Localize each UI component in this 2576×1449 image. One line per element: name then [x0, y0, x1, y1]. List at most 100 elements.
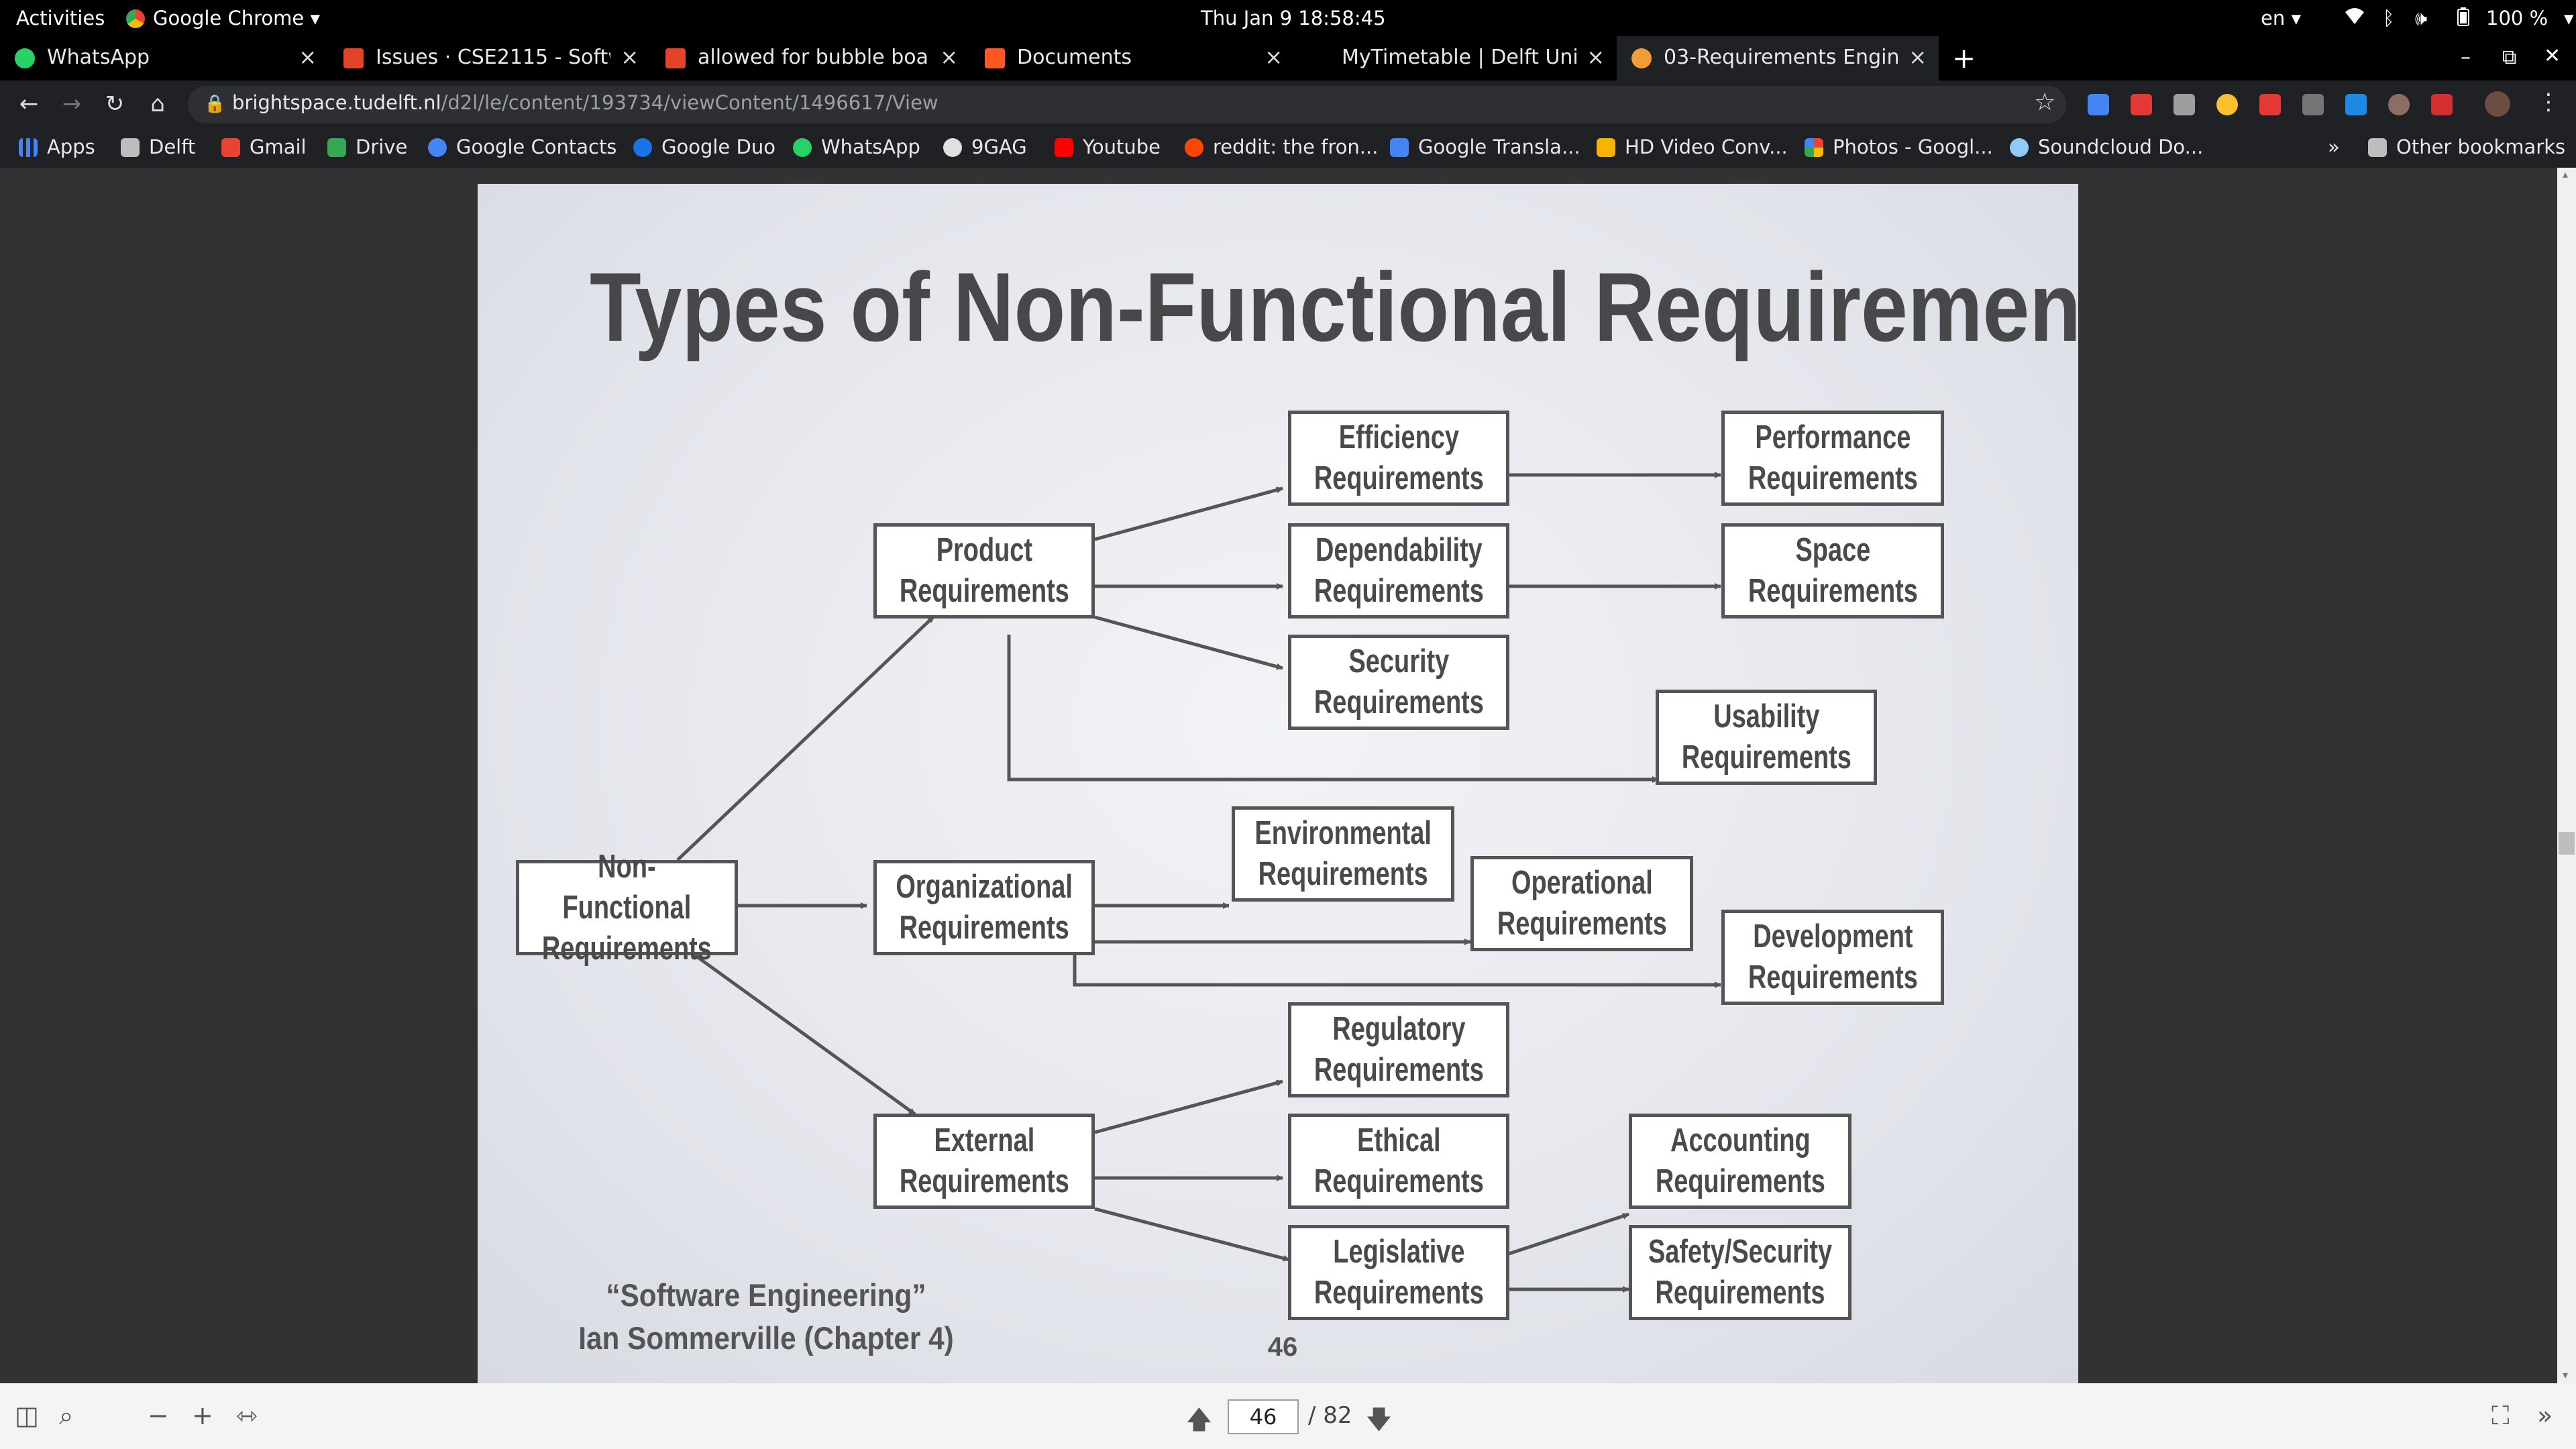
- contacts-icon: [428, 138, 447, 157]
- tab-label: WhatsApp: [47, 46, 150, 69]
- diagram-connectors: [676, 472, 1721, 1293]
- extension-icon[interactable]: [2259, 94, 2281, 115]
- close-window-icon[interactable]: ✕: [2544, 44, 2561, 68]
- bookmark-google-translate[interactable]: Google Transla...: [1390, 136, 1580, 158]
- close-icon[interactable]: ×: [1909, 44, 1927, 70]
- extension-icon[interactable]: [2216, 94, 2238, 115]
- url-text[interactable]: brightspace.tudelft.nl/d2l/le/content/19…: [232, 91, 938, 114]
- arrow-product-security: [1094, 615, 1283, 670]
- bookmark-9gag[interactable]: 9GAG: [943, 136, 1027, 158]
- translate-icon: [1390, 138, 1409, 157]
- bookmark-google-contacts[interactable]: Google Contacts: [428, 136, 616, 158]
- address-bar[interactable]: [188, 86, 2066, 123]
- more-bookmarks-icon[interactable]: »: [2328, 136, 2340, 158]
- search-icon[interactable]: ⌕: [59, 1401, 74, 1430]
- brightspace-icon: [1631, 48, 1652, 68]
- fit-width-icon[interactable]: ⇿: [236, 1401, 258, 1430]
- bookmark-reddit[interactable]: reddit: the fron...: [1185, 136, 1378, 158]
- tab-mytimetable[interactable]: MyTimetable | Delft Univer ×: [1295, 36, 1617, 80]
- bookmark-other[interactable]: Other bookmarks: [2368, 136, 2565, 158]
- scrollbar[interactable]: ▴ ▾: [2557, 168, 2576, 1383]
- bookmark-delft[interactable]: Delft: [121, 136, 195, 158]
- tab-gitlab-comment[interactable]: allowed for bubble board d ×: [651, 36, 970, 80]
- reload-icon[interactable]: ↻: [105, 91, 125, 117]
- close-icon[interactable]: ×: [1265, 44, 1283, 70]
- star-icon[interactable]: ☆: [2034, 89, 2056, 116]
- menu-icon[interactable]: ⋮: [2537, 89, 2560, 115]
- extension-icon[interactable]: [2131, 94, 2152, 115]
- bookmark-youtube[interactable]: Youtube: [1055, 136, 1161, 158]
- extension-icon[interactable]: [2388, 94, 2410, 115]
- pdf-viewer[interactable]: Types of Non-Functional Requirements: [0, 168, 2576, 1383]
- tab-gitlab-issues[interactable]: Issues · CSE2115 - Software ×: [329, 36, 651, 80]
- app-name: Google Chrome: [153, 7, 305, 30]
- bookmark-whatsapp[interactable]: WhatsApp: [793, 136, 920, 158]
- bookmark-hd-video-converter[interactable]: HD Video Conv...: [1597, 136, 1788, 158]
- gitlab-icon: [665, 48, 686, 68]
- bookmark-drive[interactable]: Drive: [327, 136, 407, 158]
- close-icon[interactable]: ×: [940, 44, 958, 70]
- close-icon[interactable]: ×: [299, 44, 317, 70]
- duo-icon: [633, 138, 652, 157]
- chevron-down-icon[interactable]: ▾: [2564, 7, 2574, 30]
- arrow-product-efficiency: [1094, 486, 1283, 541]
- zoom-in-icon[interactable]: +: [192, 1401, 213, 1430]
- camera-extension-icon[interactable]: [2174, 94, 2195, 115]
- sidebar-toggle-icon[interactable]: ◫: [15, 1401, 39, 1430]
- home-icon[interactable]: ⌂: [150, 91, 165, 117]
- next-page-icon[interactable]: 🡇: [1366, 1405, 1393, 1434]
- extension-icon[interactable]: [2431, 94, 2453, 115]
- arrow-external-legislative: [1094, 1207, 1290, 1262]
- arrow-external-regulatory: [1094, 1079, 1283, 1134]
- close-icon[interactable]: ×: [1587, 44, 1605, 70]
- tab-requirements-pdf[interactable]: 03-Requirements Engineer ×: [1617, 36, 1939, 80]
- volume-icon: 🕪: [2415, 7, 2428, 30]
- page-total: / 82: [1308, 1402, 1352, 1429]
- activities-button[interactable]: Activities: [16, 7, 105, 30]
- scrollbar-thumb[interactable]: [2559, 832, 2575, 855]
- arrow-organizational-development: [1073, 955, 1721, 988]
- tab-whatsapp[interactable]: WhatsApp ×: [0, 36, 329, 80]
- more-tools-icon[interactable]: »: [2537, 1401, 2553, 1430]
- clock[interactable]: Thu Jan 9 18:58:45: [1201, 7, 1386, 30]
- extension-icon[interactable]: [2302, 94, 2324, 115]
- lock-icon[interactable]: 🔒: [204, 94, 226, 114]
- minimize-icon[interactable]: –: [2461, 46, 2471, 69]
- whatsapp-icon: [793, 138, 812, 157]
- back-icon[interactable]: ←: [19, 91, 39, 117]
- forward-icon[interactable]: →: [62, 91, 82, 117]
- page-number-input[interactable]: 46: [1228, 1399, 1299, 1434]
- timetable-icon: [1309, 48, 1330, 68]
- translate-extension-icon[interactable]: [2088, 94, 2109, 115]
- tab-documents[interactable]: Documents ×: [970, 36, 1295, 80]
- language-indicator[interactable]: en ▾: [2261, 7, 2302, 30]
- previous-page-icon[interactable]: 🡅: [1186, 1405, 1213, 1434]
- scroll-down-icon[interactable]: ▾: [2563, 1368, 2569, 1381]
- bookmark-gmail[interactable]: Gmail: [221, 136, 307, 158]
- zoom-out-icon[interactable]: −: [148, 1401, 169, 1430]
- fullscreen-icon[interactable]: ⛶: [2491, 1401, 2510, 1430]
- bookmark-google-duo[interactable]: Google Duo: [633, 136, 775, 158]
- bookmark-google-photos[interactable]: Photos - Googl...: [1805, 136, 1993, 158]
- extension-icon[interactable]: [2345, 94, 2367, 115]
- tab-label: Documents: [1017, 46, 1132, 69]
- drive-icon: [327, 138, 346, 157]
- new-tab-button[interactable]: +: [1952, 42, 1976, 74]
- bookmark-soundcloud[interactable]: Soundcloud Do...: [2010, 136, 2203, 158]
- restore-icon[interactable]: ⧉: [2502, 46, 2517, 69]
- folder-icon: [121, 138, 140, 157]
- avatar[interactable]: [2485, 91, 2510, 117]
- close-icon[interactable]: ×: [621, 44, 639, 70]
- scroll-up-icon[interactable]: ▴: [2563, 168, 2569, 180]
- bookmark-apps[interactable]: Apps: [19, 136, 95, 158]
- slide-page-number: 46: [1267, 1332, 1298, 1362]
- app-menu[interactable]: Google Chrome ▾: [126, 7, 320, 30]
